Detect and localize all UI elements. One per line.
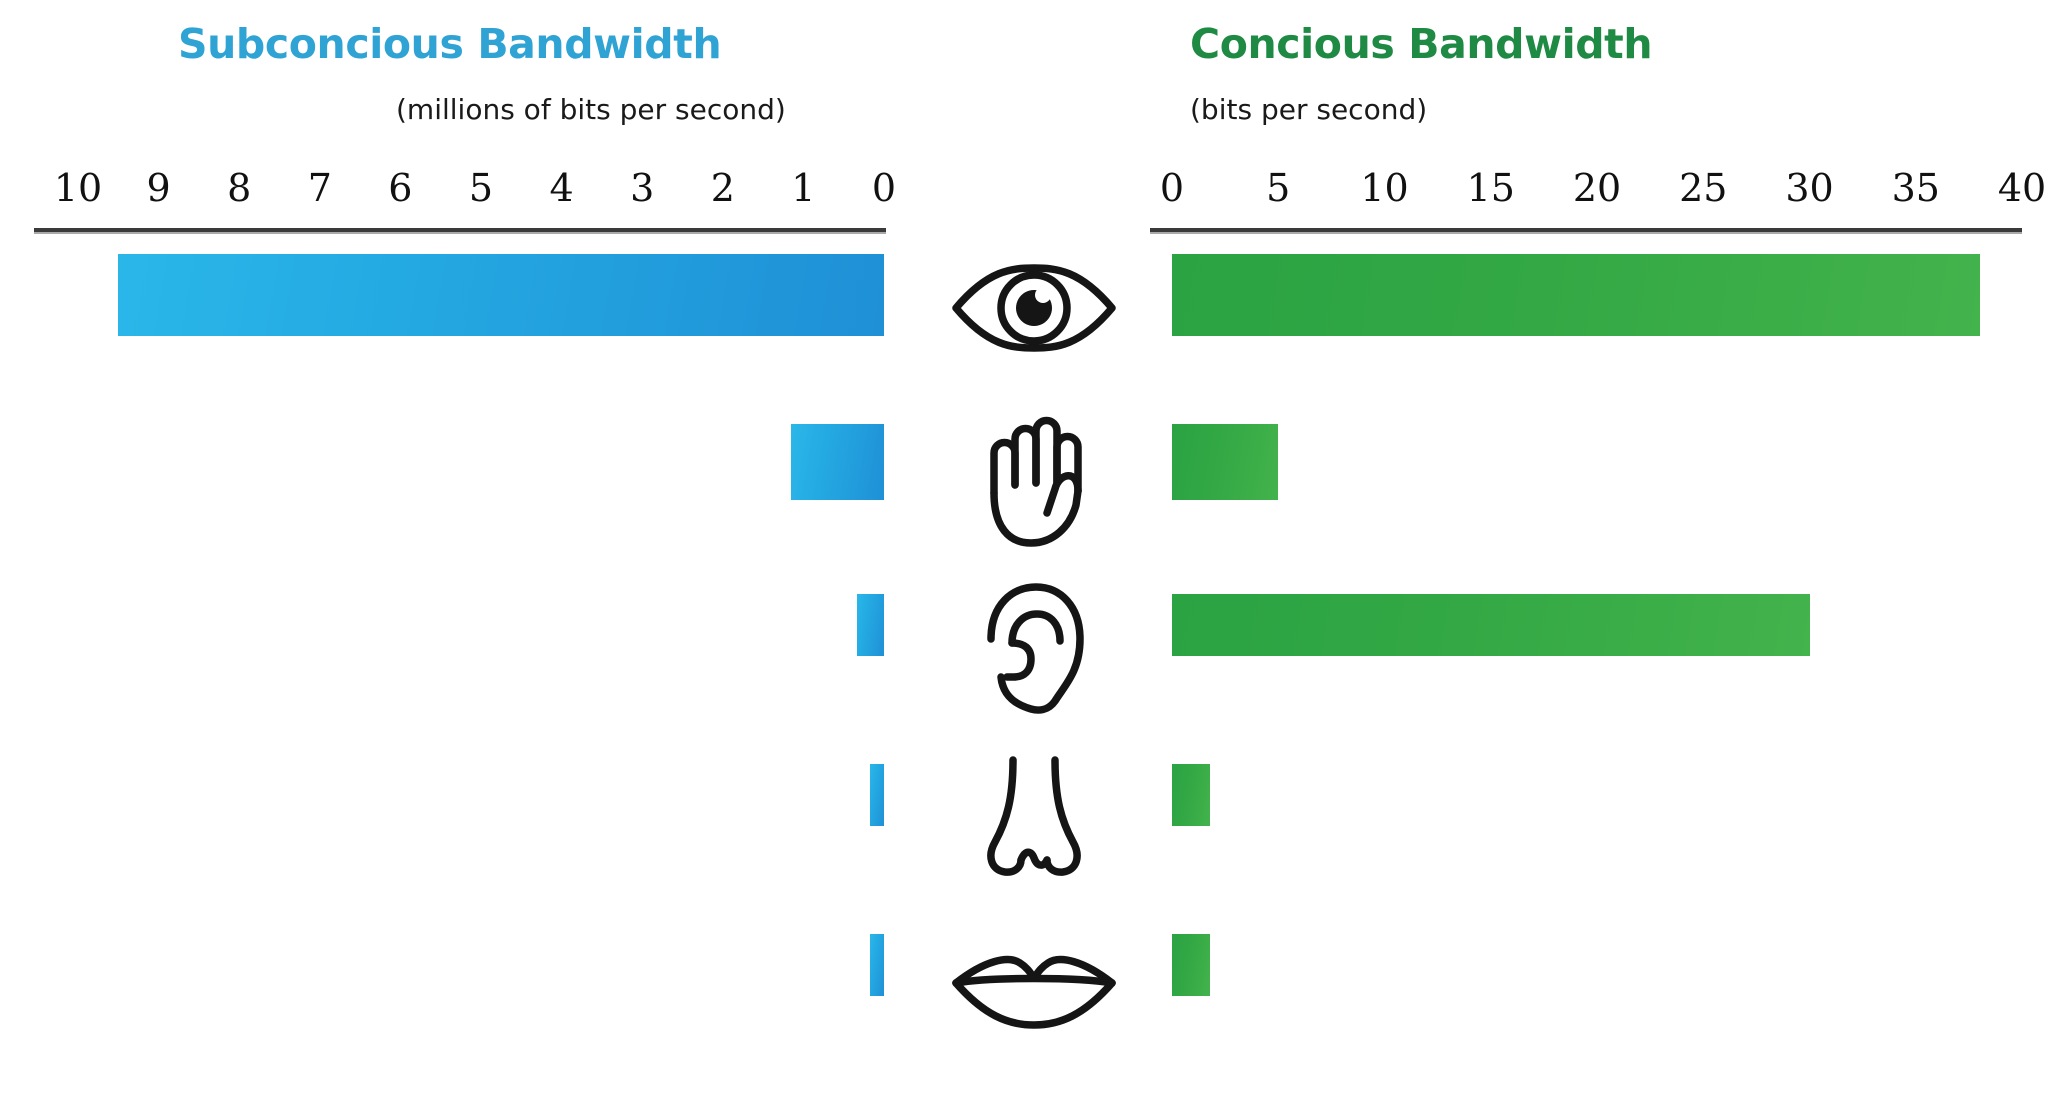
left-axis-tick-9: 9 xyxy=(146,166,171,210)
right-axis-tick-5: 5 xyxy=(1266,166,1291,210)
right-axis-line xyxy=(1150,228,2022,234)
right-axis-tick-0: 0 xyxy=(1159,166,1185,210)
bar-subconcious-ear xyxy=(857,594,884,656)
chart-row-eye xyxy=(0,254,2056,426)
chart-row-ear xyxy=(0,583,2056,766)
bar-subconcious-nose xyxy=(870,764,884,826)
chart-canvas: Subconcious Bandwidth (millions of bits … xyxy=(0,20,2056,1029)
bar-subconcious-hand xyxy=(790,424,884,500)
left-axis-tick-8: 8 xyxy=(227,166,252,210)
bar-subconcious-eye xyxy=(118,254,884,336)
left-axis-tick-2: 2 xyxy=(710,166,735,210)
right-axis-tick-35: 35 xyxy=(1891,166,1940,210)
left-axis-tick-1: 1 xyxy=(791,166,816,210)
left-axis-tick-3: 3 xyxy=(630,166,655,210)
right-axis-tick-15: 15 xyxy=(1466,166,1515,210)
right-axis-tick-40: 40 xyxy=(1997,166,2047,210)
chart-row-hand xyxy=(0,416,2056,596)
nose-icon xyxy=(928,756,1140,878)
right-axis-tick-10: 10 xyxy=(1360,166,1409,210)
ear-icon xyxy=(928,583,1140,714)
left-axis-tick-6: 6 xyxy=(388,166,413,210)
bar-concious-nose xyxy=(1172,764,1211,826)
right-axis-tick-25: 25 xyxy=(1679,166,1728,210)
right-axis-tick-20: 20 xyxy=(1572,166,1622,210)
bar-concious-eye xyxy=(1172,254,1980,336)
right-axis-tick-30: 30 xyxy=(1785,166,1834,210)
bar-concious-mouth xyxy=(1172,934,1211,996)
left-axis-tick-4: 4 xyxy=(549,166,574,210)
left-axis-tick-0: 0 xyxy=(871,166,897,210)
left-axis-tick-10: 10 xyxy=(53,166,103,210)
mouth-icon xyxy=(928,928,1140,1048)
chart-row-nose xyxy=(0,756,2056,936)
left-axis-tick-7: 7 xyxy=(307,166,332,210)
subconcious-bandwidth-subtitle: (millions of bits per second) xyxy=(396,93,786,126)
eye-icon xyxy=(928,248,1140,368)
chart-row-mouth xyxy=(0,934,2056,1106)
left-axis-tick-5: 5 xyxy=(468,166,494,210)
concious-bandwidth-subtitle: (bits per second) xyxy=(1190,93,1428,126)
hand-icon xyxy=(928,416,1140,547)
bar-subconcious-mouth xyxy=(870,934,884,996)
concious-bandwidth-title: Concious Bandwidth xyxy=(1190,20,1653,68)
bar-concious-hand xyxy=(1172,424,1279,500)
subconcious-bandwidth-title: Subconcious Bandwidth xyxy=(178,20,722,68)
left-axis-line xyxy=(34,228,886,234)
bar-concious-ear xyxy=(1172,594,1810,656)
